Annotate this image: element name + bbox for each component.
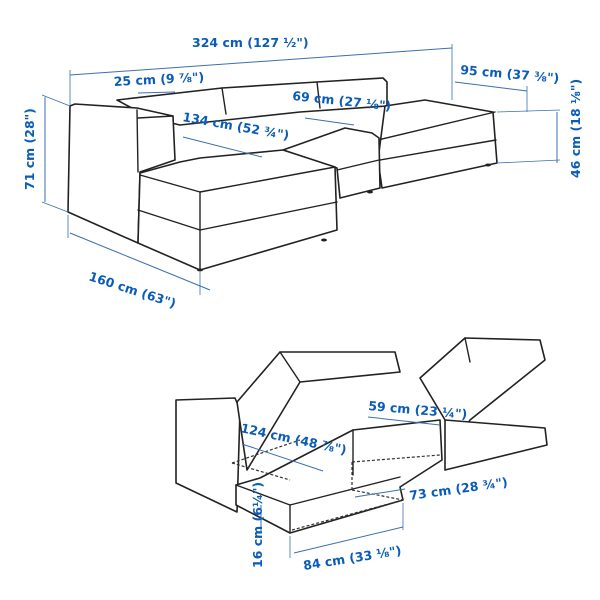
left-arm: [67, 103, 176, 244]
label-total-width: 324 cm (127 ½"): [192, 35, 309, 50]
label-storage-height: 16 cm (6¼"): [250, 482, 265, 568]
storage-box-right: [444, 419, 548, 471]
right-chaise: [377, 99, 498, 189]
label-chaise-depth: 95 cm (37 ⅜"): [460, 62, 560, 86]
label-total-depth: 160 cm (63"): [87, 269, 178, 311]
sofa-illustration: [67, 77, 498, 272]
label-arm-width: 25 cm (9 ⅞"): [113, 69, 204, 89]
dimension-lines-storage: [241, 416, 441, 558]
label-seat-height: 46 cm (18 ⅛"): [568, 79, 583, 178]
middle-seat: [282, 127, 381, 199]
left-arm-lower: [175, 397, 241, 513]
chaise-seat: [137, 149, 338, 271]
storage-illustration: [175, 337, 548, 534]
dimension-lines-top: [41, 44, 561, 295]
label-storage-depth: 73 cm (28 ¾"): [408, 474, 508, 503]
label-total-height: 71 cm (28"): [22, 108, 37, 190]
